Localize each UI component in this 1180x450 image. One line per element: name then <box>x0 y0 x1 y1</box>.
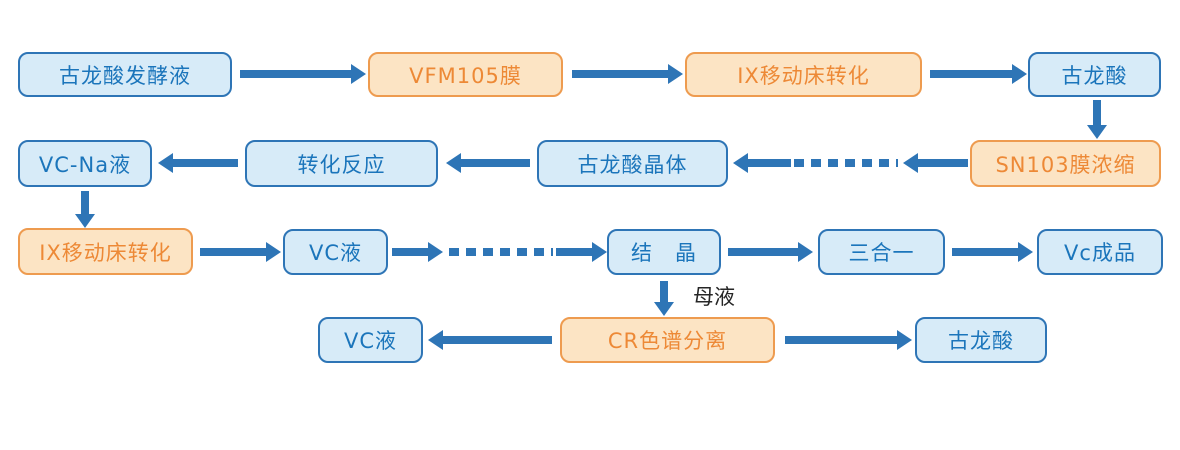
arrow-vc1-to-crystallization-mid-head-icon <box>428 242 443 262</box>
arrow-sn103-to-crystal-target-head-icon <box>733 153 748 173</box>
arrow-vc1-to-crystallization-source-shaft <box>392 248 428 256</box>
node-vc-liquid-1: VC液 <box>283 229 388 275</box>
arrow-threeinone-to-vcproduct-shaft <box>952 248 1018 256</box>
arrow-sn103-to-crystal-mid-head-icon <box>903 153 918 173</box>
node-cr-chromatography: CR色谱分离 <box>560 317 775 363</box>
node-sn103-membrane: SN103膜浓缩 <box>970 140 1161 187</box>
node-vfm105-membrane: VFM105膜 <box>368 52 563 97</box>
arrow-crystallization-to-threeinone-shaft <box>728 248 798 256</box>
node-gulonic-crystal: 古龙酸晶体 <box>537 140 728 187</box>
node-gulonic-acid-2: 古龙酸 <box>915 317 1047 363</box>
arrow-conversion-to-vcna-shaft <box>172 159 238 167</box>
arrow-crystallization-to-threeinone-head-icon <box>798 242 813 262</box>
arrow-vfm105-to-ix1-shaft <box>572 70 668 78</box>
arrow-cr-to-vc2-shaft <box>442 336 552 344</box>
arrow-fermentation-to-vfm105-shaft <box>240 70 351 78</box>
arrow-cr-to-gulonic2-head-icon <box>897 330 912 350</box>
arrow-gulonic1-to-sn103-head-icon <box>1087 125 1107 139</box>
node-conversion-reaction: 转化反应 <box>245 140 438 187</box>
arrow-crystal-to-conversion-head-icon <box>446 153 461 173</box>
arrow-conversion-to-vcna-head-icon <box>158 153 173 173</box>
arrow-threeinone-to-vcproduct-head-icon <box>1018 242 1033 262</box>
arrow-ix2-to-vc1-head-icon <box>266 242 281 262</box>
arrow-sn103-to-crystal-target-shaft <box>747 159 791 167</box>
node-crystallization: 结 晶 <box>607 229 721 275</box>
node-vc-na-liquid: VC-Na液 <box>18 140 152 187</box>
node-ix-moving-bed-2: IX移动床转化 <box>18 228 193 275</box>
arrow-vc1-to-crystallization-dashes <box>449 248 553 256</box>
mother-liquor-label: 母液 <box>693 285 735 309</box>
arrow-gulonic1-to-sn103-shaft <box>1093 100 1101 126</box>
arrow-ix1-to-gulonic1-shaft <box>930 70 1012 78</box>
arrow-crystal-to-conversion-shaft <box>460 159 530 167</box>
arrow-vcna-to-ix2-head-icon <box>75 214 95 228</box>
arrow-cr-to-vc2-head-icon <box>428 330 443 350</box>
arrow-crystallization-to-cr-shaft <box>660 281 668 303</box>
node-ix-moving-bed-1: IX移动床转化 <box>685 52 922 97</box>
node-three-in-one: 三合一 <box>818 229 945 275</box>
node-vc-product: Vc成品 <box>1037 229 1163 275</box>
arrow-sn103-to-crystal-dashes <box>794 159 898 167</box>
arrow-sn103-to-crystal-source-shaft <box>917 159 968 167</box>
arrow-fermentation-to-vfm105-head-icon <box>351 64 366 84</box>
arrow-ix2-to-vc1-shaft <box>200 248 266 256</box>
arrow-cr-to-gulonic2-shaft <box>785 336 897 344</box>
node-gulonic-acid-1: 古龙酸 <box>1028 52 1161 97</box>
arrow-ix1-to-gulonic1-head-icon <box>1012 64 1027 84</box>
node-vc-liquid-2: VC液 <box>318 317 423 363</box>
arrow-vfm105-to-ix1-head-icon <box>668 64 683 84</box>
arrow-crystallization-to-cr-head-icon <box>654 302 674 316</box>
node-fermentation-broth: 古龙酸发酵液 <box>18 52 232 97</box>
arrow-vc1-to-crystallization-target-shaft <box>556 248 592 256</box>
arrow-vc1-to-crystallization-target-head-icon <box>592 242 607 262</box>
arrow-vcna-to-ix2-shaft <box>81 191 89 215</box>
